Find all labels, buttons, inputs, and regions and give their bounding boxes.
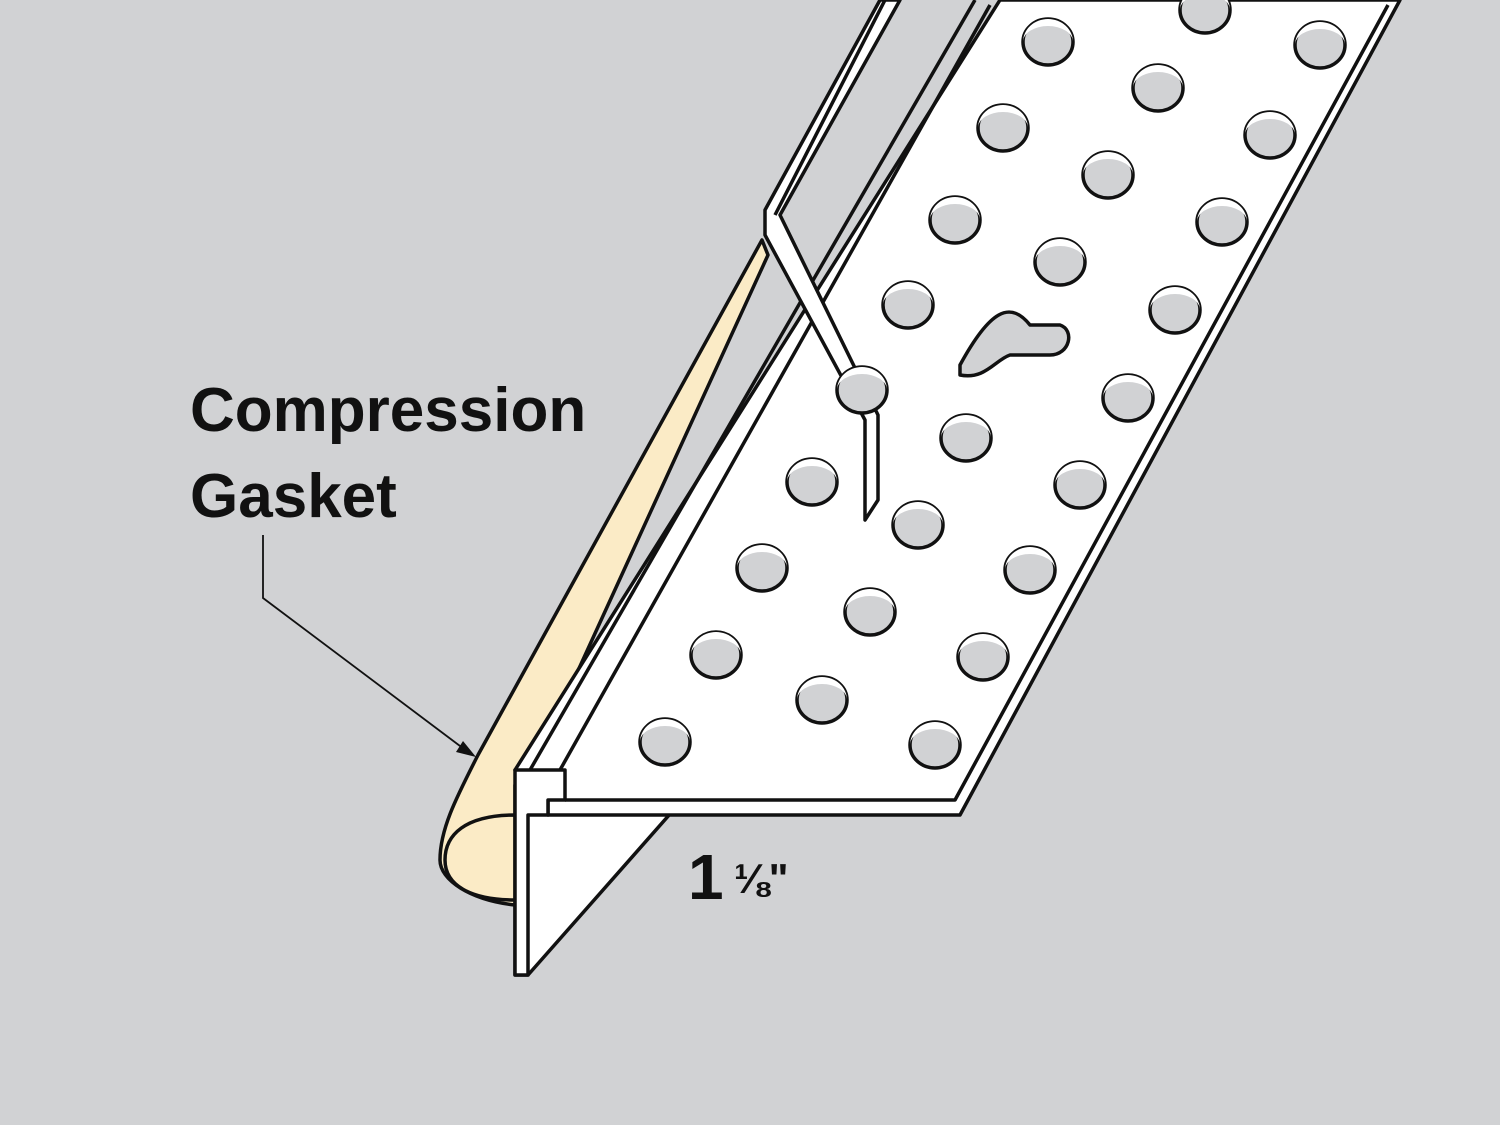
perforation-hole-shade bbox=[1083, 152, 1133, 175]
profile-end-cap bbox=[513, 768, 567, 977]
callout-leader bbox=[262, 535, 476, 757]
perforation-hole bbox=[1178, 0, 1232, 35]
perforation-hole-shade bbox=[1295, 22, 1345, 45]
perforation-hole-shade bbox=[1245, 112, 1295, 135]
perforation-hole-shade bbox=[1005, 547, 1055, 570]
perforation-hole-shade bbox=[837, 367, 887, 390]
perforation-hole-shade bbox=[930, 197, 980, 220]
callout-compression: Compression bbox=[190, 376, 587, 445]
flange-ridge bbox=[558, 4, 992, 771]
flange-edge-inner bbox=[565, 4, 1390, 802]
perforation-hole-shade bbox=[691, 632, 741, 655]
perforation-hole-shade bbox=[1055, 462, 1105, 485]
perforation-holes bbox=[638, 0, 1347, 770]
perforation-hole-shade bbox=[1197, 199, 1247, 222]
perforation-hole-shade bbox=[893, 502, 943, 525]
perforation-hole-shade bbox=[958, 634, 1008, 657]
dimension-fraction: ⅛" bbox=[733, 855, 789, 902]
flange-ridge-2 bbox=[528, 0, 977, 771]
perforation-hole-shade bbox=[883, 282, 933, 305]
perforation-hole-shade bbox=[845, 589, 895, 612]
perforation-hole-shade bbox=[978, 105, 1028, 128]
perforation-hole-shade bbox=[1150, 287, 1200, 310]
perforation-hole-shade bbox=[941, 415, 991, 438]
key-slot bbox=[958, 310, 1071, 378]
callout-gasket: Gasket bbox=[190, 462, 397, 531]
perforation-hole-shade bbox=[640, 719, 690, 742]
perforation-hole-shade bbox=[737, 545, 787, 568]
vertical-leg-edge bbox=[773, 0, 887, 216]
perforation-hole-shade bbox=[910, 722, 960, 745]
perforation-hole-shade bbox=[787, 459, 837, 482]
perforation-hole-shade bbox=[797, 677, 847, 700]
perforation-hole-shade bbox=[1023, 19, 1073, 42]
perforation-hole-shade bbox=[1035, 239, 1085, 262]
perforation-hole-shade bbox=[1103, 375, 1153, 398]
perforation-hole-shade bbox=[1133, 65, 1183, 88]
gasket-cross-section bbox=[443, 813, 517, 902]
dimension-whole: 1 bbox=[688, 841, 724, 913]
